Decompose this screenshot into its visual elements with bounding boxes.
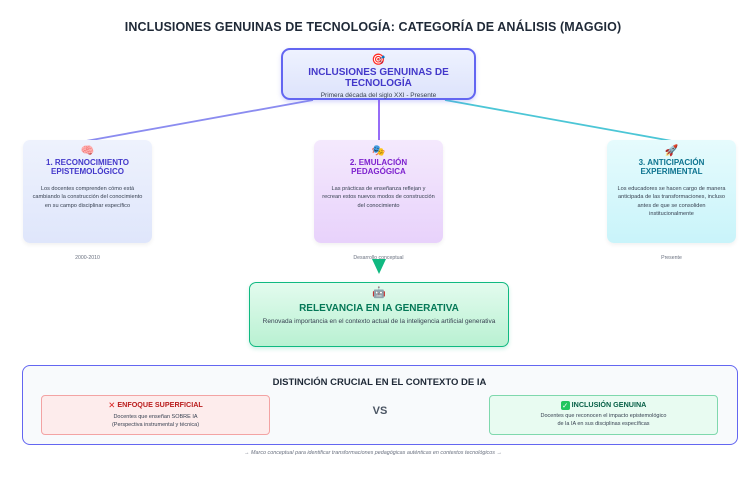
category-title: 2. EMULACIÓN PEDAGÓGICA — [349, 158, 408, 176]
category-title: 1. RECONOCIMIENTO EPISTEMOLÓGICO — [46, 158, 129, 176]
top-node-title: INCLUSIONES GENUINAS DE TECNOLOGÍA — [308, 67, 449, 89]
check-icon: ✓ — [560, 401, 570, 410]
genuine-line-2: de la IA en sus disciplinas específicas — [557, 420, 650, 427]
target-icon: 🎯 — [371, 54, 386, 66]
category-description: Las prácticas de enseñanza reflejan y re… — [322, 186, 435, 209]
genuine-description: Docentes que reconocen el impacto episte… — [490, 413, 717, 428]
category-title: 3. ANTICIPACIÓN EXPERIMENTAL — [638, 158, 705, 176]
period-label: Presente — [661, 255, 682, 261]
category-card-anticipation: 🚀 3. ANTICIPACIÓN EXPERIMENTAL Los educa… — [607, 140, 736, 243]
rocket-icon: 🚀 — [664, 145, 679, 157]
category-description: Los docentes comprenden cómo está cambia… — [32, 186, 143, 209]
superficial-approach-box: ✕ENFOQUE SUPERFICIAL Docentes que enseña… — [41, 395, 270, 435]
page-title: INCLUSIONES GENUINAS DE TECNOLOGÍA: CATE… — [124, 20, 622, 34]
superficial-line-1: Docentes que enseñan SOBRE IA — [113, 414, 198, 420]
connector-to-card-3 — [444, 99, 673, 142]
arrow-down-icon — [372, 259, 386, 274]
theater-masks-icon: 🎭 — [371, 145, 386, 157]
distinction-title: DISTINCIÓN CRUCIAL EN EL CONTEXTO DE IA — [272, 377, 487, 388]
genuine-title-text: INCLUSIÓN GENUINA — [571, 400, 647, 409]
distinction-panel: DISTINCIÓN CRUCIAL EN EL CONTEXTO DE IA … — [22, 365, 738, 445]
relevance-description: Renovada importancia en el contexto actu… — [262, 318, 496, 325]
category-card-emulation: 🎭 2. EMULACIÓN PEDAGÓGICA Las prácticas … — [314, 140, 443, 243]
vs-label: VS — [372, 405, 388, 417]
category-card-recognition: 🧠 1. RECONOCIMIENTO EPISTEMOLÓGICO Los d… — [23, 140, 152, 243]
superficial-title: ✕ENFOQUE SUPERFICIAL — [42, 400, 269, 411]
period-label: Desarrollo conceptual — [353, 255, 404, 261]
genuine-line-1: Docentes que reconocen el impacto episte… — [540, 413, 667, 419]
genuine-title: ✓INCLUSIÓN GENUINA — [490, 400, 717, 410]
robot-icon: 🤖 — [372, 287, 386, 299]
superficial-description: Docentes que enseñan SOBRE IA (Perspecti… — [42, 414, 269, 429]
superficial-line-2: (Perspectiva instrumental y técnica) — [111, 421, 200, 428]
top-node: 🎯 INCLUSIONES GENUINAS DE TECNOLOGÍA Pri… — [281, 48, 476, 100]
period-label: 2000-2010 — [75, 255, 100, 261]
cross-icon: ✕ — [108, 400, 116, 410]
footer-note: → Marco conceptual para identificar tran… — [244, 450, 502, 456]
genuine-inclusion-box: ✓INCLUSIÓN GENUINA Docentes que reconoce… — [489, 395, 718, 435]
brain-icon: 🧠 — [80, 145, 95, 157]
category-description: Los educadores se hacen cargo de manera … — [617, 186, 726, 218]
relevance-node: 🤖 RELEVANCIA EN IA GENERATIVA Renovada i… — [249, 282, 509, 347]
superficial-title-text: ENFOQUE SUPERFICIAL — [117, 400, 203, 409]
top-node-subtitle: Primera década del siglo XXI - Presente — [320, 92, 437, 99]
connector-to-card-1 — [85, 99, 314, 142]
relevance-title: RELEVANCIA EN IA GENERATIVA — [299, 303, 459, 314]
